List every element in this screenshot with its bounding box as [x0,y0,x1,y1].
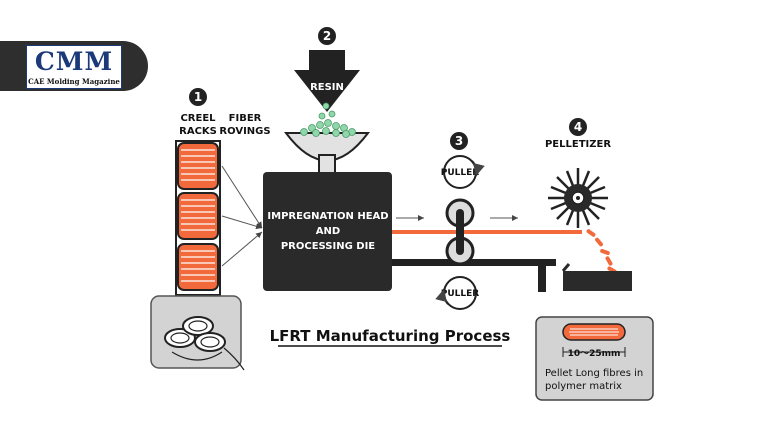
step-2-resin-hopper: 2 RESIN [284,27,370,175]
pellet-note-line-2: polymer matrix [545,381,622,392]
spool-top [177,142,219,190]
racks-label-line-2: RACKS [179,126,217,137]
step-2-number: 2 [323,29,331,43]
falling-pellets [586,229,617,274]
brand-logo: CMM CAE Molding Magazine [0,41,148,91]
spool-bottom [177,243,219,291]
resin-pellets [300,102,356,138]
resin-label: RESIN [310,82,344,93]
step-3-number: 3 [455,134,463,148]
puller-lower-label: PULLER [441,289,480,299]
pelletizer-label: PELLETIZER [545,139,611,150]
creel-label-line-1: CREEL [180,113,216,124]
puller-link [456,213,464,251]
creel-rack-frame [175,140,221,296]
spool-middle [177,192,219,240]
head-label-line-3: PROCESSING DIE [281,241,375,252]
rovings-label-line-2: ROVINGS [219,126,270,137]
puller-upper-label: PULLER [441,168,480,178]
fiber-label-line-1: FIBER [229,113,262,124]
impregnation-head: IMPREGNATION HEAD AND PROCESSING DIE [263,172,392,291]
diagram-title: LFRT Manufacturing Process [270,327,511,345]
pellet-note-line-1: Pellet Long fibres in [545,368,643,379]
step-3-puller: 3 PULLER PULLER [435,132,485,310]
step-2-badge [318,27,336,45]
head-label-line-1: IMPREGNATION HEAD [267,211,388,222]
head-label-line-2: AND [316,226,340,237]
step-4-number: 4 [574,120,582,134]
conveyor-leg [538,259,546,292]
brand-tagline: CAE Molding Magazine [28,77,120,86]
fiber-strand-2 [221,215,263,230]
step-4-pelletizer: 4 PELLETIZER [545,118,632,291]
impregnation-head-box [263,172,392,291]
brand-name: CMM [34,47,114,76]
pellet-collection-tray [563,271,632,291]
fiber-strand-1 [221,165,263,229]
hopper-neck [318,154,336,175]
step-4-badge [569,118,587,136]
conveyor-table [392,259,556,266]
step-1-badge [189,88,207,106]
pellet-inset: 10～25mm Pellet Long fibres in polymer ma… [535,316,654,401]
fiber-coil-inset [150,295,245,371]
step-3-badge [450,132,468,150]
puller-upper-rotation-arrow [471,160,485,177]
fiber-strand-3 [221,231,263,267]
pellet-size-label: 10～25mm [568,349,621,359]
puller-lower-rotation-arrow [435,288,449,305]
step-1-creel-racks: 1 CREEL RACKS FIBER ROVINGS [150,88,271,371]
resin-down-arrow [294,50,360,112]
logo-box: CMM CAE Molding Magazine [26,45,122,89]
step-1-number: 1 [194,90,202,104]
